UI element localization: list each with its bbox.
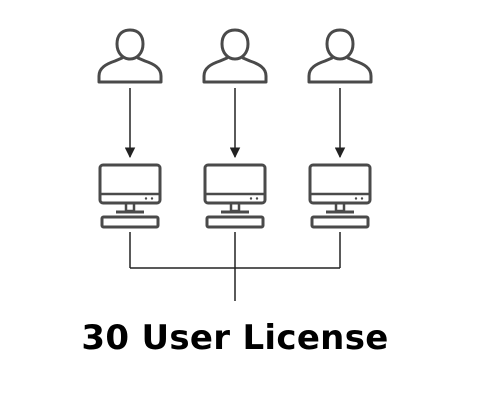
- user-icon: [202, 28, 268, 84]
- nodes-layer: [97, 28, 373, 229]
- computer-icon: [308, 163, 372, 229]
- computer-icon: [98, 163, 162, 229]
- license-caption: 30 User License: [81, 318, 389, 358]
- license-diagram: [97, 28, 373, 301]
- computer-icon: [203, 163, 267, 229]
- network-connector: [129, 232, 341, 301]
- user-icon: [97, 28, 163, 84]
- user-icon: [307, 28, 373, 84]
